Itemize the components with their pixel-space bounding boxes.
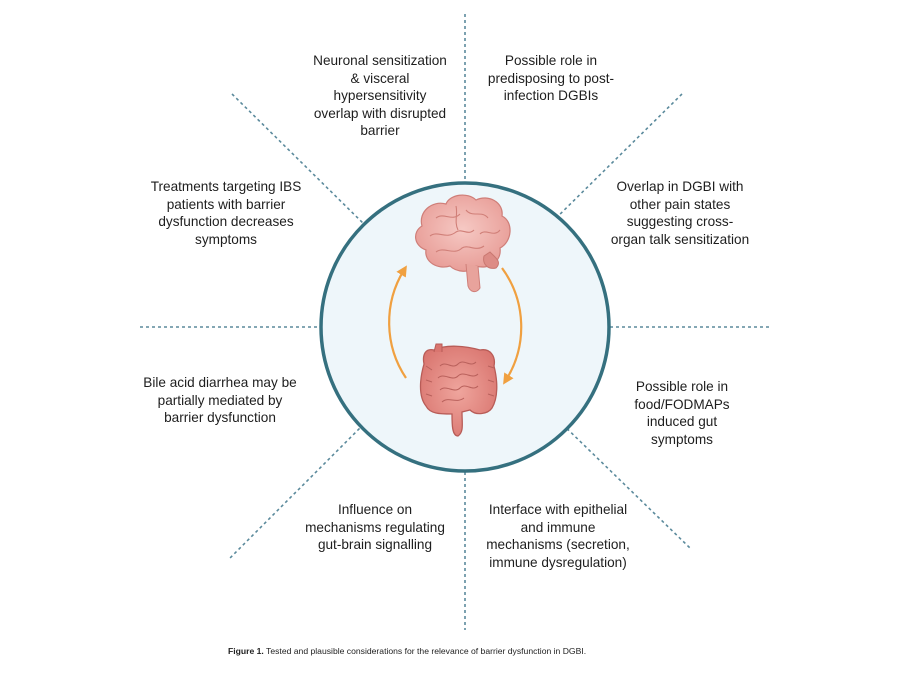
- cycle-arrow-right: [501, 267, 523, 385]
- label-upper-right: Overlap in DGBI with other pain states s…: [610, 179, 750, 247]
- connector-lines: [140, 14, 772, 630]
- connector-line-lower-left: [229, 419, 369, 559]
- intestine-icon: [419, 343, 498, 437]
- connector-line-upper-right: [547, 93, 683, 227]
- figure-caption-prefix: Figure 1.: [228, 646, 264, 656]
- label-upper-left: Treatments targeting IBS patients with b…: [150, 179, 302, 247]
- figure-caption-text: Tested and plausible considerations for …: [263, 646, 587, 656]
- label-top-left: Neuronal sensitization & visceral hypers…: [313, 53, 447, 138]
- label-lower-left: Bile acid diarrhea may be partially medi…: [143, 375, 297, 425]
- label-lower-right: Possible role in food/FODMAPs induced gu…: [634, 379, 730, 447]
- label-bottom-right: Interface with epithelial and immune mec…: [486, 502, 630, 570]
- hub-circle: [319, 181, 611, 473]
- brain-icon: [415, 194, 511, 293]
- figure-caption: Figure 1. Tested and plausible considera…: [228, 646, 748, 656]
- connector-line-upper-left: [231, 93, 371, 231]
- connector-line-lower-right: [553, 415, 691, 549]
- label-bottom-left: Influence on mechanisms regulating gut-b…: [305, 502, 445, 552]
- cycle-arrow-left: [388, 265, 407, 379]
- label-top-right: Possible role in predisposing to post-in…: [487, 53, 615, 103]
